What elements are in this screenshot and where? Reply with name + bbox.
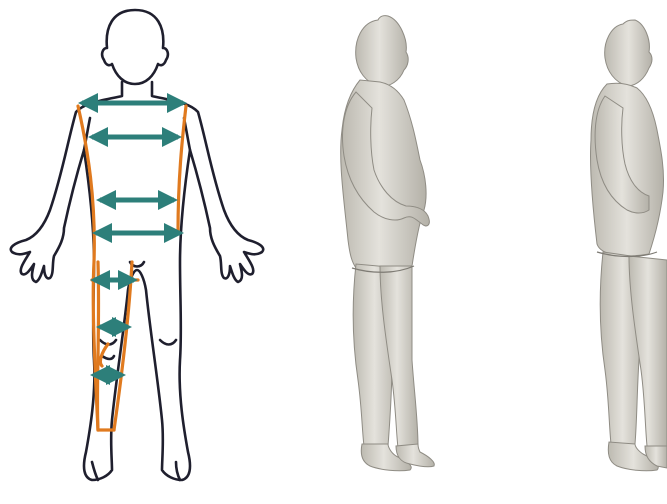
- scan-figure-1: [300, 0, 490, 504]
- body-scan-side-view-1: [300, 0, 490, 504]
- contour-lines: [78, 106, 186, 430]
- scan-head: [356, 16, 408, 87]
- scan-head: [605, 20, 652, 86]
- measurement-diagram: [0, 0, 290, 504]
- body-scan-side-view-2: [545, 0, 667, 504]
- body-outline-drawing: [0, 0, 290, 504]
- scan-figure-2: [545, 0, 667, 504]
- head-outline: [102, 10, 168, 84]
